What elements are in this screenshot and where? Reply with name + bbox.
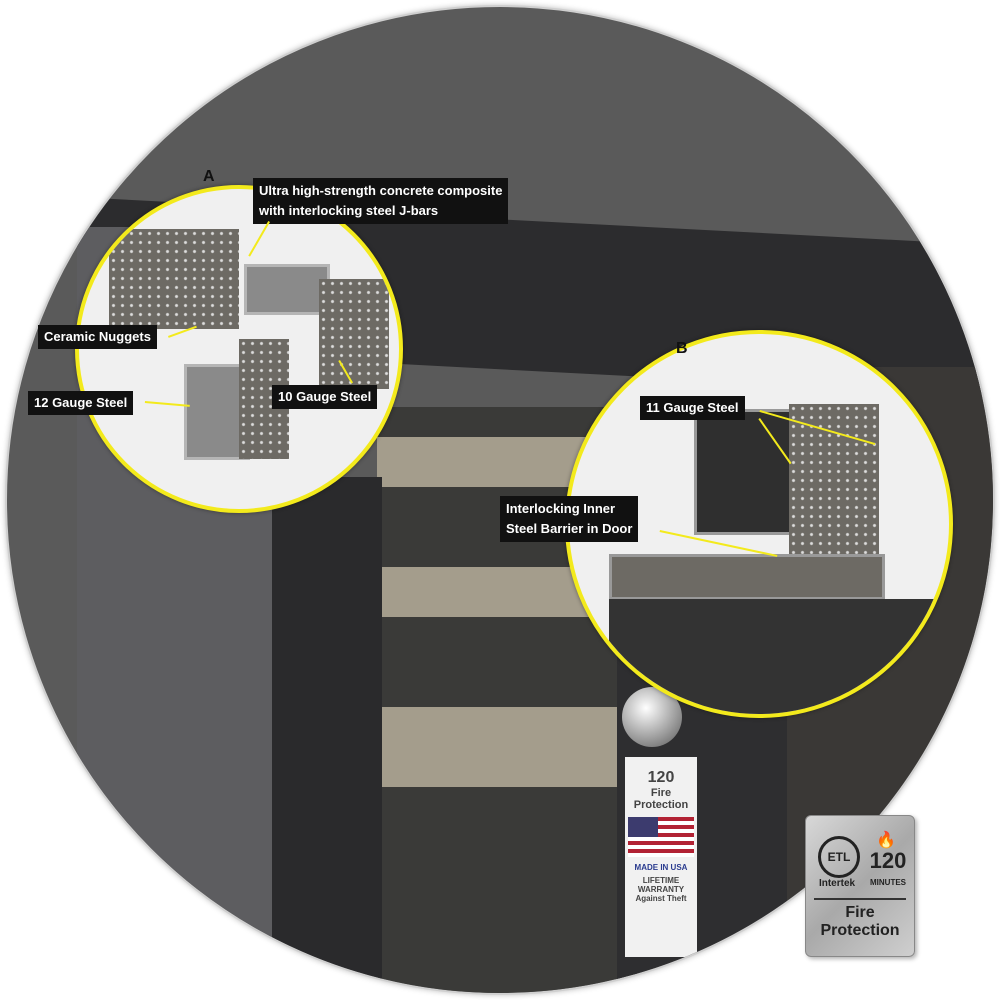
- label-11-gauge-steel: 11 Gauge Steel: [640, 396, 745, 420]
- etl-logo: ETL: [818, 836, 860, 878]
- label-line: Ultra high-strength concrete composite: [259, 183, 503, 198]
- minutes-label: MINUTES: [870, 878, 906, 887]
- concrete-fill: [109, 229, 239, 329]
- inner-barrier: [609, 554, 885, 600]
- badge-title: Fire Protection: [806, 904, 914, 940]
- label-10-gauge-steel: 10 Gauge Steel: [272, 385, 378, 409]
- label-inner-steel-barrier: Interlocking Inner Steel Barrier in Door: [500, 496, 639, 542]
- label-concrete-composite: Ultra high-strength concrete composite w…: [253, 178, 509, 224]
- safe-front-frame: [272, 477, 382, 993]
- callout-a-wall-section: [75, 185, 403, 513]
- shelf: [377, 707, 637, 787]
- door-sticker: 120 Fire Protection MADE IN USA LIFETIME…: [625, 757, 697, 957]
- label-line: Interlocking Inner: [506, 501, 616, 516]
- callout-b-letter: B: [676, 340, 688, 357]
- sticker-made-in-usa: MADE IN USA: [634, 863, 688, 872]
- callout-a-letter: A: [203, 168, 215, 185]
- concrete-fill: [789, 404, 879, 554]
- concrete-fill: [319, 279, 389, 389]
- sticker-warranty: LIFETIME WARRANTY Against Theft: [635, 876, 687, 903]
- fire-protection-badge: ETL Intertek 🔥 120 MINUTES Fire Protecti…: [805, 815, 915, 957]
- divider: [814, 898, 906, 900]
- label-line: with interlocking steel J-bars: [259, 203, 439, 218]
- door-body: [609, 599, 949, 714]
- badge-title-line: Fire: [845, 904, 875, 921]
- sticker-fire: Fire Protection: [633, 787, 689, 811]
- minutes-value: 120: [869, 848, 907, 873]
- label-12-gauge-steel: 12 Gauge Steel: [28, 391, 134, 415]
- cert-name: Intertek: [818, 878, 856, 889]
- steel-jbar: [244, 264, 330, 315]
- sticker-minutes: 120: [647, 769, 675, 786]
- us-flag-icon: [628, 817, 694, 857]
- badge-title-line: Protection: [820, 922, 900, 939]
- flame-icon: 🔥: [876, 832, 896, 849]
- steel-channel: [694, 409, 795, 535]
- label-ceramic-nuggets: Ceramic Nuggets: [38, 325, 157, 349]
- label-line: Steel Barrier in Door: [506, 521, 633, 536]
